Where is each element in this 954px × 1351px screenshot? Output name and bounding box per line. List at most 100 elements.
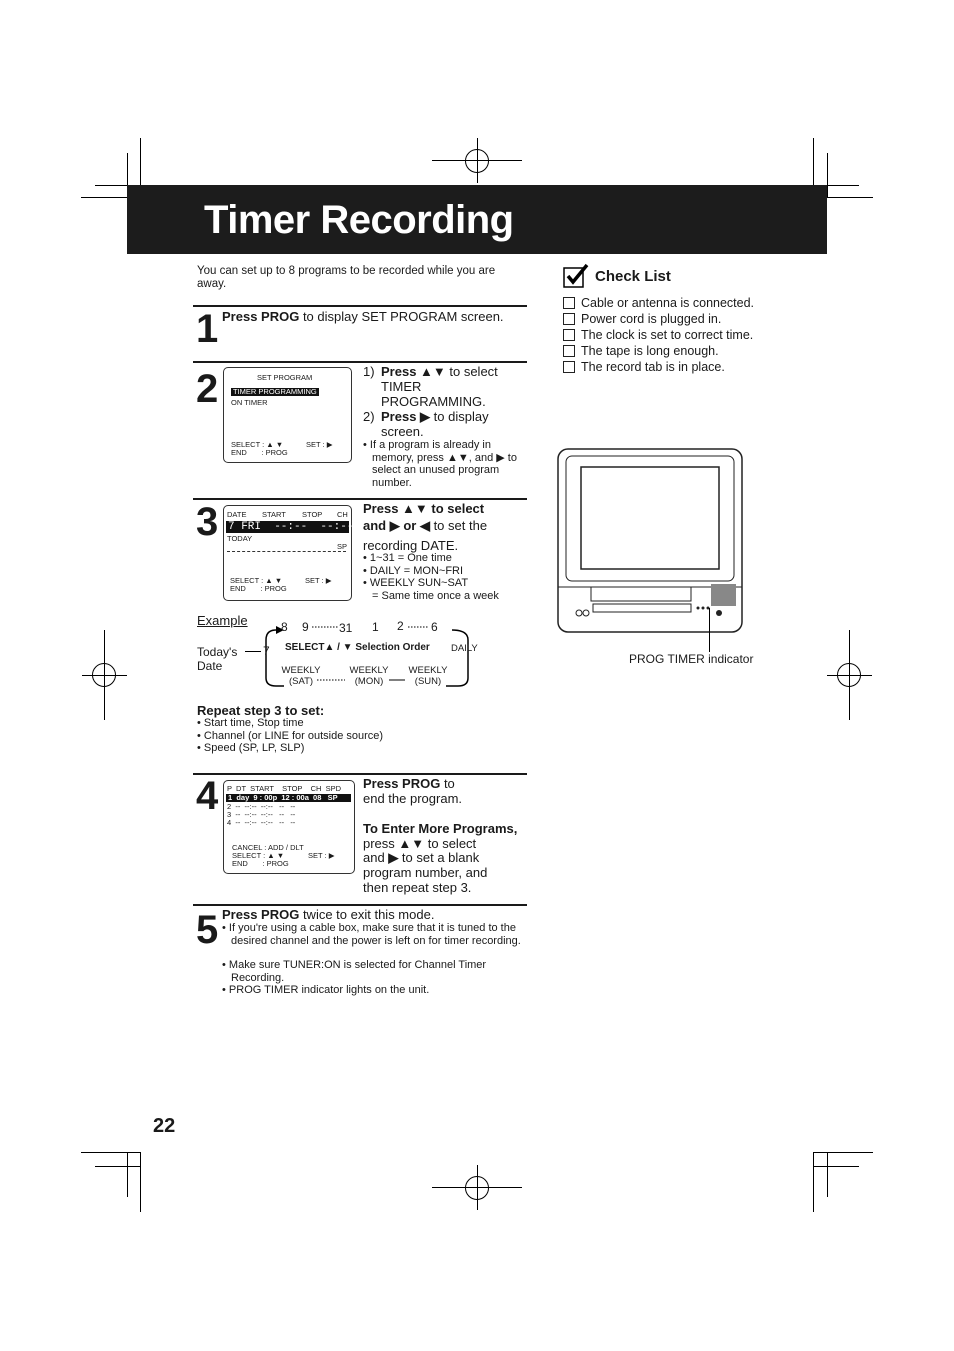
example-today: Today's (197, 645, 238, 659)
example-date: Date (197, 659, 223, 673)
screen-row-2: 2 -- --:-- --:-- -- -- (227, 802, 296, 811)
step3-number: 3 (196, 500, 219, 544)
example-n31: 31 (339, 621, 353, 635)
step3-line3: recording DATE. (363, 538, 459, 553)
screen-h-ch: CH (337, 510, 348, 519)
example-n9: 9 (302, 620, 309, 634)
checklist-item: Cable or antenna is connected. (581, 296, 755, 310)
example-n8: 8 (281, 620, 288, 634)
checkbox[interactable] (563, 345, 575, 357)
step3-line1: Press ▲▼ to select (363, 501, 485, 516)
step3-line2-bold: and ▶ or ◀ (363, 518, 430, 533)
step4-p1-line2: end the program. (363, 791, 463, 806)
step1-number: 1 (196, 307, 219, 351)
step2-item1-line2: TIMER (381, 379, 422, 394)
repeat-title: Repeat step 3 to set: (197, 703, 325, 718)
program-list-screen: P DT START STOP CH SPD 1 day 9 : 00p 12 … (223, 780, 355, 874)
step1-rest: to display SET PROGRAM screen. (299, 309, 504, 324)
step1-rule (193, 305, 527, 307)
step4-p2-line3: program number, and (363, 865, 488, 880)
example-label: Example (197, 613, 248, 628)
step5-bullet-3: • PROG TIMER indicator lights on the uni… (222, 984, 430, 996)
checklist-item: The record tab is in place. (581, 360, 725, 374)
checklist-item: The clock is set to correct time. (581, 328, 754, 342)
step1-text: Press PROG to display SET PROGRAM screen… (222, 309, 527, 324)
step4-p2-line4: then repeat step 3. (363, 880, 472, 895)
step5-bold: Press PROG (222, 907, 300, 922)
checkbox[interactable] (563, 297, 575, 309)
page-number: 22 (153, 1115, 176, 1137)
example-weekly-sun: WEEKLY(SUN) (408, 665, 448, 687)
example-n1: 1 (372, 620, 379, 634)
screen-header: P DT START STOP CH SPD (227, 784, 342, 793)
intro-text: You can set up to 8 programs to be recor… (197, 265, 496, 290)
step5-bullet-2: • Make sure TUNER:ON is selected for Cha… (222, 959, 487, 984)
step2-item1-bold: Press ▲▼ (381, 364, 446, 379)
step2-rule (193, 361, 527, 363)
screen-foot-end: END : PROG (232, 859, 289, 868)
step2-note: • If a program is already in memory, pre… (363, 439, 517, 489)
example-weekly-sat: WEEKLY(SAT) (281, 665, 321, 687)
step2-item1-rest: to select (445, 364, 498, 379)
title-bar (127, 185, 827, 254)
screen-foot-set: SET : ▶ (306, 440, 333, 449)
step1-bold: Press PROG (222, 309, 300, 324)
checkbox[interactable] (563, 313, 575, 325)
set-program-screen: SET PROGRAM TIMER PROGRAMMING ON TIMER S… (223, 367, 352, 463)
repeat-item-3: • Speed (SP, LP, SLP) (197, 742, 305, 754)
screen-foot-select: SELECT : ▲ ▼ (231, 440, 284, 449)
step3-rule (193, 498, 527, 500)
screen-line-timer: TIMER PROGRAMMING (231, 387, 319, 396)
screen-today: TODAY (227, 534, 253, 543)
step2-item1: Press ▲▼ to select (381, 364, 526, 379)
step4-p2-line1: press ▲▼ to select (363, 836, 477, 851)
step2-item2-num: 2) (363, 409, 375, 424)
step4-number: 4 (196, 774, 219, 818)
example-n2: 2 (397, 619, 404, 633)
checkbox[interactable] (563, 361, 575, 373)
example-seven: 7 (263, 644, 270, 658)
date-screen: DATE START STOP CH 7 FRI --:-- --:-- -- … (223, 505, 380, 601)
prog-timer-indicator-label: PROG TIMER indicator (629, 652, 754, 666)
screen-foot-set: SET : ▶ (305, 576, 332, 585)
step5-number: 5 (196, 908, 219, 952)
screen-foot-end: END : PROG (230, 584, 287, 593)
step5-rest: twice to exit this mode. (299, 907, 435, 922)
screen-foot-select: SELECT : ▲ ▼ (230, 576, 283, 585)
step4-p1-bold: Press PROG (363, 776, 441, 791)
indicator-leader-line (709, 608, 710, 652)
step3-bullet-extra: = Same time once a week (372, 590, 499, 602)
step2-number: 2 (196, 367, 219, 411)
screen-h-stop: STOP (302, 510, 323, 519)
step5-rule (193, 904, 527, 906)
selection-order-diagram (265, 626, 469, 687)
screen-foot-select: SELECT : ▲ ▼ (232, 851, 285, 860)
screen-date-row: 7 FRI --:-- --:-- -- (226, 521, 380, 533)
screen-row-3: 3 -- --:-- --:-- -- -- (227, 810, 296, 819)
step4-p1: Press PROG to (363, 776, 455, 791)
screen-sp: SP (337, 542, 348, 551)
screen-title: SET PROGRAM (257, 373, 313, 382)
example-n6: 6 (431, 620, 438, 634)
step2-item2-line2: screen. (381, 424, 424, 439)
step4-p2-title: To Enter More Programs, (363, 821, 518, 836)
step2-item1-num: 1) (363, 364, 375, 379)
step3-line2: and ▶ or ◀ to set the (363, 518, 487, 533)
step3-bullet-2: • DAILY = MON~FRI (363, 565, 464, 577)
checklist-title: Check List (595, 268, 671, 285)
screen-h-date: DATE (227, 510, 247, 519)
step4-rule (193, 773, 527, 775)
step4-p2-line2: and ▶ to set a blank (363, 850, 480, 865)
screen-row-1: 1 day 9 : 00p 12 : 00a 08 SP (226, 794, 351, 802)
screen-foot-set: SET : ▶ (308, 851, 335, 860)
step3-bullet-3: • WEEKLY SUN~SAT (363, 577, 469, 589)
screen-foot-cancel: CANCEL : ADD / DLT (232, 843, 304, 852)
repeat-item-2: • Channel (or LINE for outside source) (197, 730, 384, 742)
step4-p1-rest: to (440, 776, 455, 791)
checkbox[interactable] (563, 329, 575, 341)
step2-item2: Press ▶ to display (381, 409, 526, 424)
checkmark-icon (563, 263, 589, 288)
example-weekly-mon: WEEKLY(MON) (349, 665, 389, 687)
tv-vcr-illustration (557, 448, 743, 633)
screen-line-ontimer: ON TIMER (231, 398, 268, 407)
